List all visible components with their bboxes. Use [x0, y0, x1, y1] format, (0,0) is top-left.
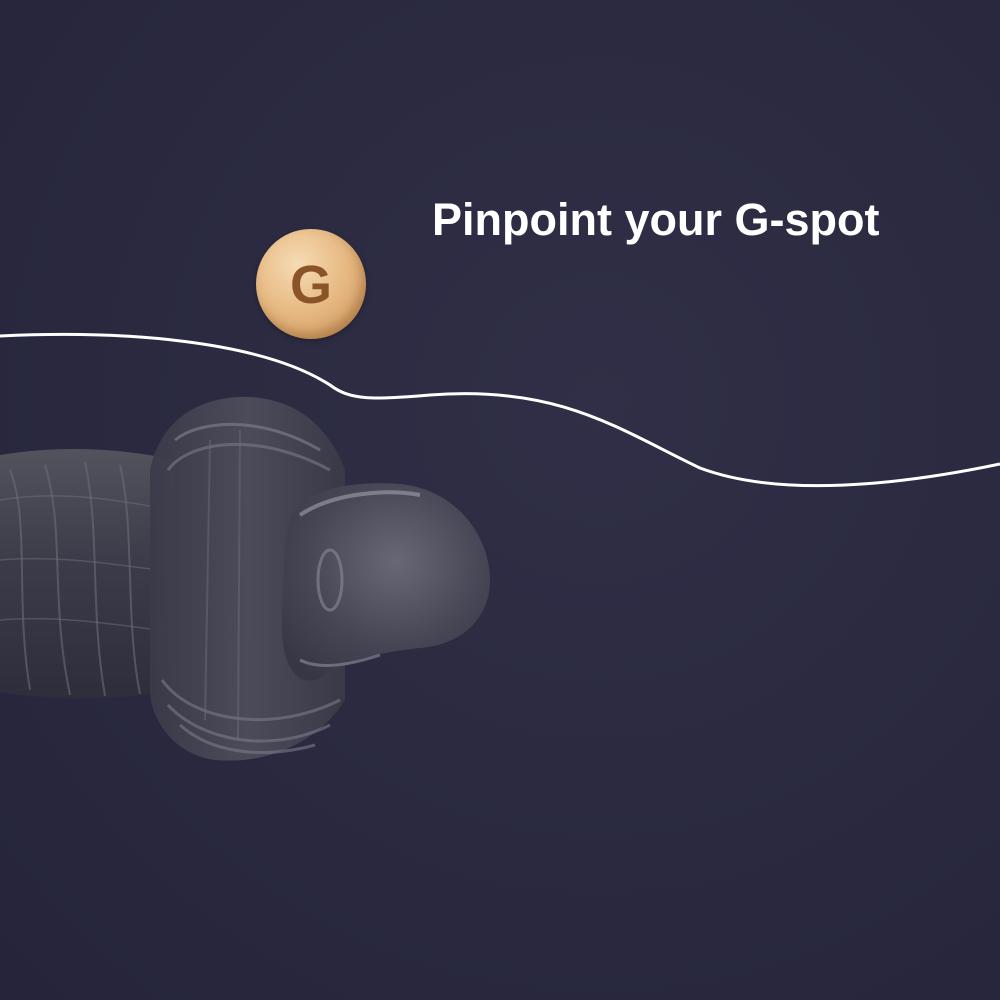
g-spot-marker-icon: G [256, 229, 366, 339]
anatomy-curve-line [0, 332, 1000, 488]
product-tip [281, 483, 490, 681]
g-badge-letter: G [289, 255, 332, 315]
headline: Pinpoint your G-spot [432, 194, 880, 245]
product-shaft [0, 448, 175, 699]
